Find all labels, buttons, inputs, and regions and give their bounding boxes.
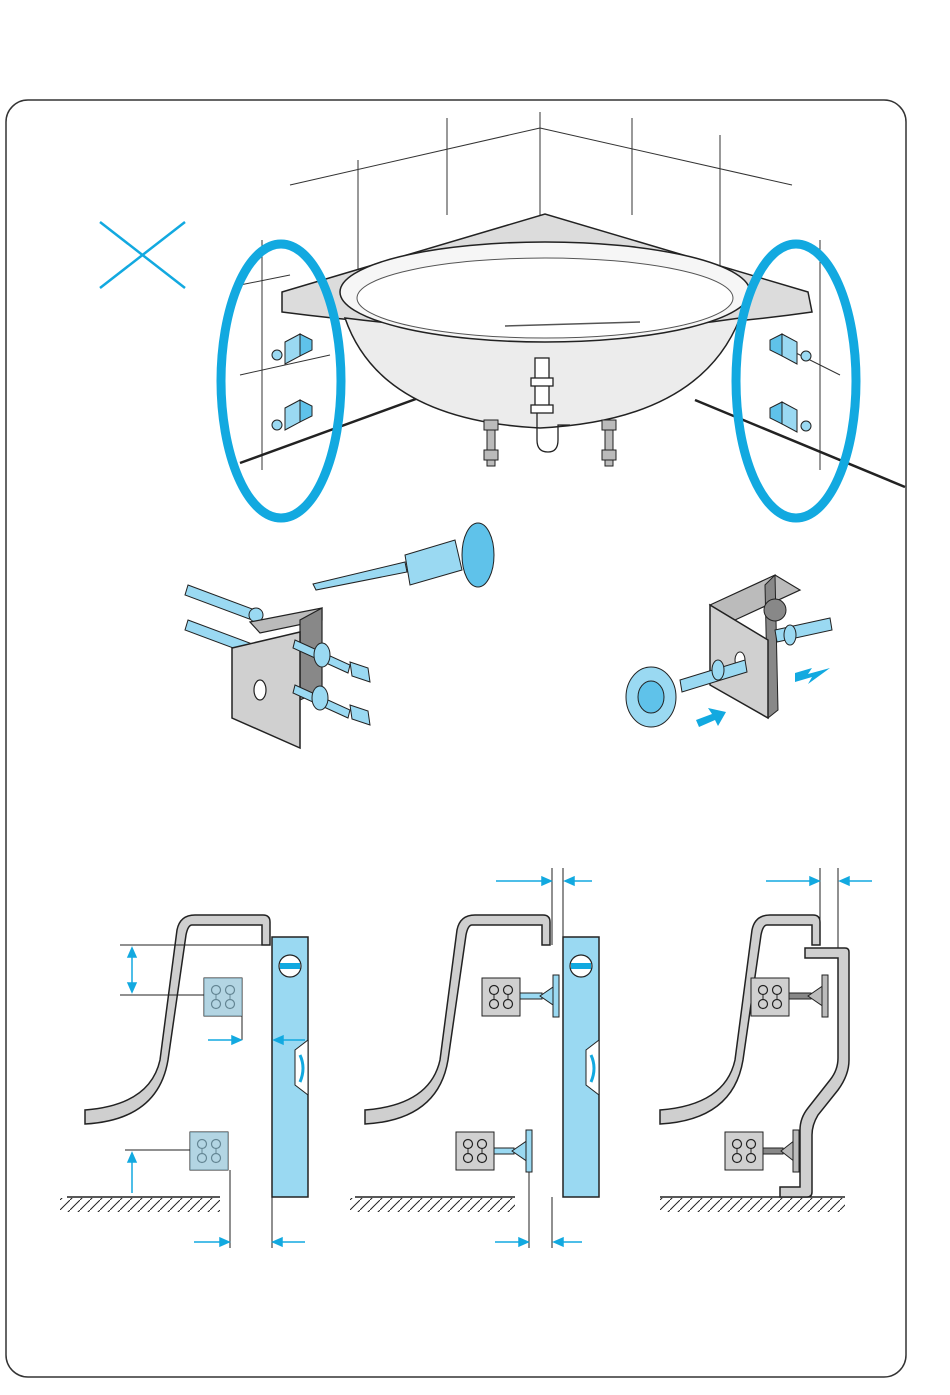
bathtub-scene xyxy=(221,112,905,518)
front-panel-fit xyxy=(660,868,872,1212)
bracket-fixing-kit-icon xyxy=(185,585,370,748)
wall-brackets-left xyxy=(272,334,312,430)
spirit-level-check xyxy=(60,915,308,1248)
adjustable-foot-icon xyxy=(626,575,832,727)
wall-brackets-right xyxy=(770,334,811,432)
highlight-left xyxy=(221,244,341,518)
front-panel xyxy=(780,948,849,1197)
x-mark-icon xyxy=(100,222,185,288)
feet-adjustment xyxy=(350,868,599,1248)
highlight-right xyxy=(736,244,856,518)
drill-bit-icon xyxy=(313,523,494,590)
